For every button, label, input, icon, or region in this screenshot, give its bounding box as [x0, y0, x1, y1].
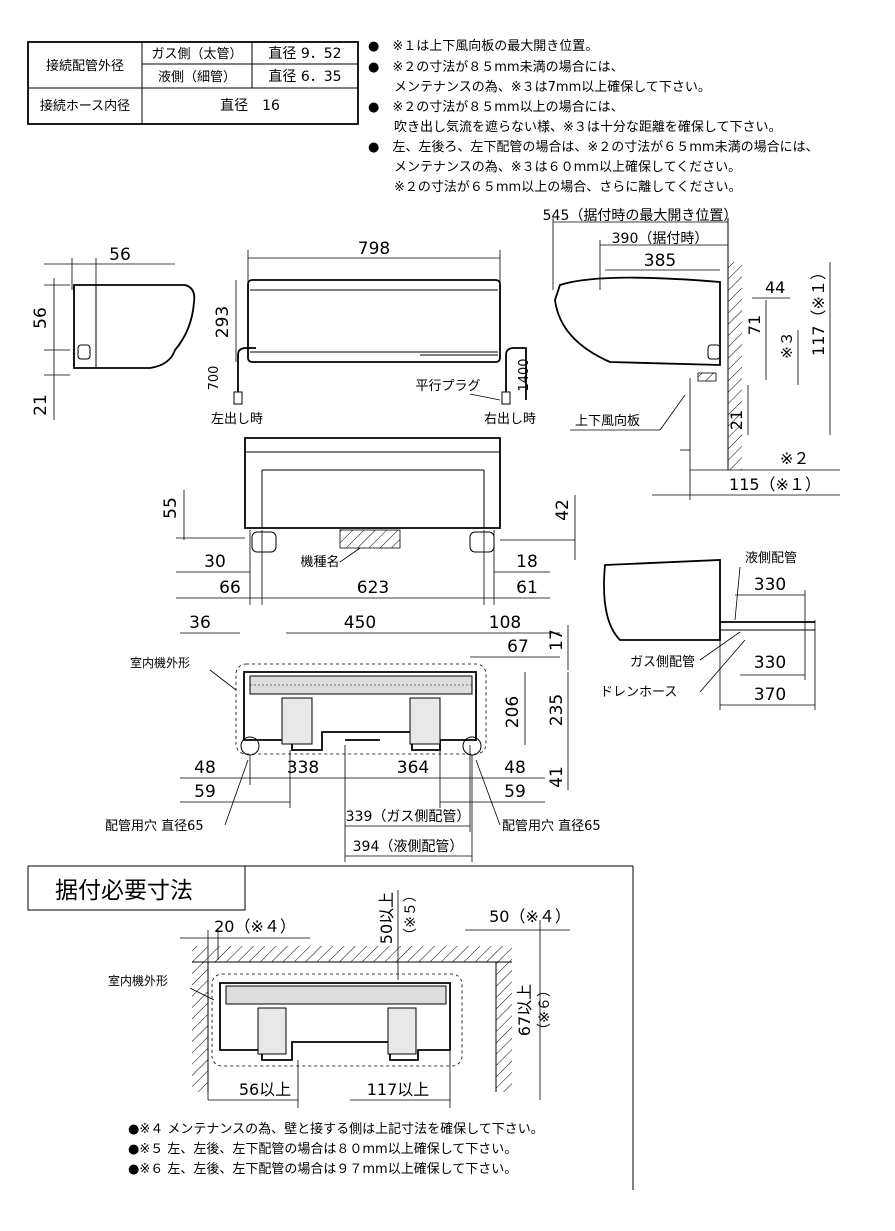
- mark-5: （※５）: [403, 888, 419, 942]
- note-line: メンテナンスの為、※３は7mm以上確保して下さい。: [368, 79, 711, 95]
- dim-21: 21: [31, 394, 51, 416]
- model-name-label: 機種名: [300, 554, 339, 570]
- note-line: ● 左、左後ろ、左下配管の場合は、※２の寸法が６５mm未満の場合には、: [368, 140, 819, 155]
- gas-side-label: ガス側（太管）: [151, 47, 242, 62]
- pipe-hole-right-label: 配管用穴 直径65: [502, 819, 601, 834]
- dim-330-a: 330: [754, 575, 786, 595]
- dim-56-min: 56以上: [239, 1080, 291, 1099]
- liquid-side-value: 直径 6．35: [268, 68, 341, 85]
- dim-71: 71: [745, 315, 764, 335]
- dim-623: 623: [357, 578, 389, 598]
- parallel-plug-label: 平行プラグ: [415, 379, 480, 394]
- left-side-view: 56 56 21: [31, 245, 196, 420]
- indoor-outline-label: 室内機外形: [130, 655, 190, 670]
- dim-61: 61: [516, 578, 538, 598]
- mark-6: （※６）: [537, 983, 553, 1037]
- dim-41: 41: [547, 766, 567, 788]
- dim-44: 44: [765, 278, 785, 297]
- dim-18: 18: [516, 552, 538, 572]
- left-outlet-label: 左出し時: [211, 412, 263, 427]
- install-note: ●※５ 左、左後、左下配管の場合は８０mm以上確保して下さい。: [128, 1141, 517, 1157]
- dim-17: 17: [547, 629, 567, 651]
- dim-56-side: 56: [31, 307, 51, 329]
- dim-338: 338: [287, 758, 319, 778]
- dim-67-min: 67以上: [515, 984, 534, 1036]
- dim-364: 364: [397, 758, 429, 778]
- louver-label: 上下風向板: [575, 413, 640, 429]
- dim-545: 545（据付時の最大開き位置）: [543, 208, 738, 224]
- drain-hose-label: ドレンホース: [600, 685, 677, 700]
- pipe-diameter-label: 接続配管外径: [46, 58, 124, 74]
- note-line: 吹き出し気流を遮らない様、※３は十分な距離を確保して下さい。: [368, 119, 782, 135]
- note-line: ● ※１は上下風向板の最大開き位置。: [368, 38, 598, 54]
- dim-798: 798: [358, 239, 390, 259]
- note-line: メンテナンスの為、※３は６０mm以上確保してください。: [368, 159, 741, 175]
- front-view: 798 293 700 1400 平行プラグ 左出し時 右出し時: [207, 239, 536, 427]
- dim-36: 36: [189, 613, 211, 633]
- dim-235: 235: [547, 694, 567, 726]
- pipe-hole-left-label: 配管用穴 直径65: [105, 819, 204, 834]
- dim-117: 117（※１）: [809, 264, 828, 356]
- dim-50-min: 50以上: [377, 892, 396, 944]
- dim-42: 42: [553, 499, 573, 521]
- indoor-outline-label-2: 室内機外形: [108, 973, 168, 988]
- note-line: ※２の寸法が６５mm以上の場合、さらに離してください。: [368, 180, 741, 195]
- dim-700: 700: [207, 366, 222, 391]
- dim-59-right: 59: [504, 782, 526, 802]
- install-box-title: 据付必要寸法: [55, 878, 193, 904]
- gas-pipe-label: ガス側配管: [630, 655, 695, 670]
- top-notes: ● ※１は上下風向板の最大開き位置。 ● ※２の寸法が８５mm未満の場合には、 …: [368, 38, 819, 195]
- mark-3: ※３: [778, 331, 796, 359]
- dim-67: 67: [507, 637, 529, 657]
- liquid-pipe-label: 液側配管: [745, 551, 797, 566]
- dim-50-mark4: 50（※４）: [489, 907, 571, 926]
- spec-table: 接続配管外径 ガス側（太管） 直径 9．52 液側（細管） 直径 6．35 接続…: [27, 41, 359, 125]
- dim-21-right: 21: [727, 410, 746, 430]
- dim-55: 55: [161, 497, 181, 519]
- dim-370: 370: [754, 685, 786, 705]
- dim-56-top: 56: [109, 245, 131, 265]
- dim-59-left: 59: [194, 782, 216, 802]
- mark-2: ※２: [780, 449, 809, 468]
- note-line: ● ※２の寸法が８５mm未満の場合には、: [368, 60, 624, 75]
- right-outlet-label: 右出し時: [484, 412, 536, 427]
- pipe-view: 液側配管 330 ガス側配管 330 ドレンホース 370: [600, 551, 816, 710]
- install-note: ●※６ 左、左後、左下配管の場合は９７mm以上確保して下さい。: [128, 1161, 517, 1177]
- dim-450: 450: [344, 613, 376, 633]
- install-requirements-box: 据付必要寸法 20（※４） 50以上 （※５） 50（※４） 室内機外形 67以…: [27, 865, 634, 1190]
- dim-30: 30: [204, 552, 226, 572]
- dim-108: 108: [489, 613, 521, 633]
- dim-115: 115（※１）: [729, 475, 821, 494]
- right-side-view: 545（据付時の最大開き位置） 390（据付時） 385 44 71 ※３ 11…: [543, 208, 840, 500]
- gas-side-value: 直径 9．52: [268, 45, 341, 62]
- dim-48-right: 48: [504, 758, 526, 778]
- dim-1400: 1400: [517, 358, 532, 391]
- dim-390: 390（据付時）: [612, 231, 709, 247]
- bottom-view: 55 42 30 66 623 18 61 機種名: [161, 437, 576, 605]
- install-note: ●※４ メンテナンスの為、壁と接する側は上記寸法を確保して下さい。: [128, 1121, 544, 1137]
- dim-339: 339（ガス側配管）: [346, 809, 471, 825]
- dim-394: 394（液側配管）: [353, 839, 464, 855]
- dim-385: 385: [644, 251, 676, 271]
- dim-48-left: 48: [194, 758, 216, 778]
- dim-117-min: 117以上: [367, 1080, 430, 1099]
- note-line: ● ※２の寸法が８５mm以上の場合には、: [368, 100, 624, 115]
- dim-293: 293: [213, 306, 233, 338]
- dim-66: 66: [219, 578, 241, 598]
- hose-diameter-value: 直径 16: [220, 97, 280, 114]
- liquid-side-label: 液側（細管）: [158, 70, 236, 85]
- dim-20-mark4: 20（※４）: [214, 917, 296, 936]
- dim-206: 206: [503, 696, 523, 728]
- rear-view: 36 450 108 17 67 室内機外形 206 235 41 48 338…: [105, 613, 601, 862]
- dim-330-b: 330: [754, 653, 786, 673]
- hose-diameter-label: 接続ホース内径: [40, 98, 130, 114]
